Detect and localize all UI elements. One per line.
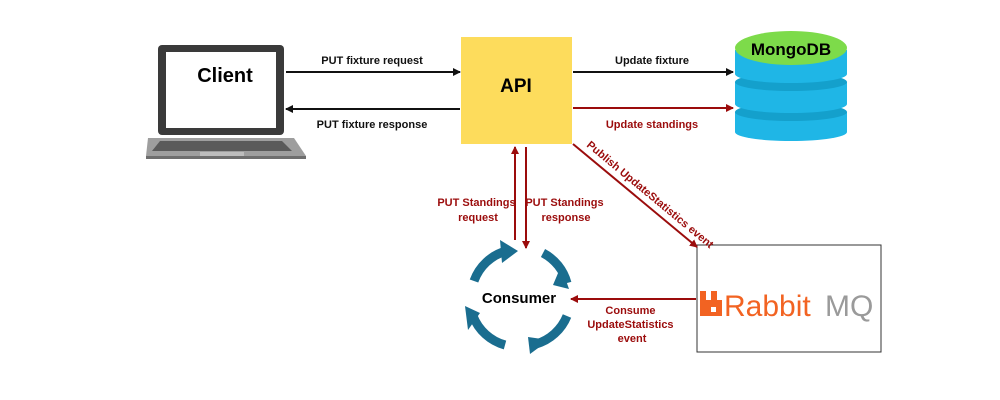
api-box — [461, 37, 572, 144]
edge-put-standings-response: PUT Standings response — [522, 147, 606, 249]
put-fixture-request-label: PUT fixture request — [321, 55, 423, 67]
edge-put-fixture-request: PUT fixture request — [286, 55, 461, 76]
edge-update-standings: Update standings — [573, 104, 734, 131]
rabbitmq-box — [696, 244, 882, 353]
client-node: Client — [146, 45, 306, 159]
mongodb-node: MongoDB — [735, 31, 847, 141]
laptop-icon — [146, 45, 306, 159]
edge-put-standings-request: PUT Standings request — [437, 146, 519, 240]
update-standings-label: Update standings — [606, 119, 698, 131]
edge-put-fixture-response: PUT fixture response — [285, 105, 460, 131]
put-standings-response-line1: PUT Standings — [525, 197, 603, 209]
svg-text:PUT Standings response: PUT Standings response — [525, 197, 606, 224]
svg-text:PUT Standings request: PUT Standings request — [437, 197, 518, 224]
publish-event-label: Publish UpdateStatistics event — [584, 139, 716, 251]
edge-update-fixture: Update fixture — [573, 55, 734, 76]
consume-event-line1: Consume — [605, 305, 655, 317]
client-label: Client — [197, 65, 253, 87]
put-fixture-response-label: PUT fixture response — [317, 119, 428, 131]
svg-text:Consume UpdateStatistics: Consume UpdateStatistics event — [587, 305, 676, 345]
rabbitmq-logo: Rabbit MQ — [700, 290, 873, 323]
api-node: API — [461, 37, 572, 144]
rabbitmq-wordmark-rabbit: Rabbit — [724, 290, 811, 323]
put-standings-request-line2: request — [458, 212, 498, 224]
edge-publish-event: Publish UpdateStatistics event — [572, 139, 716, 251]
update-fixture-label: Update fixture — [615, 55, 689, 67]
consume-event-line2: UpdateStatistics — [587, 319, 673, 331]
database-icon — [735, 31, 847, 141]
consumer-label: Consumer — [482, 290, 556, 307]
consume-event-line3: event — [618, 333, 647, 345]
put-standings-response-line2: response — [542, 212, 591, 224]
api-label: API — [500, 76, 532, 97]
rabbitmq-node: Rabbit MQ — [696, 244, 882, 353]
mongodb-label: MongoDB — [751, 40, 831, 59]
consumer-node: Consumer — [465, 240, 572, 354]
cycle-arrowheads — [465, 240, 569, 354]
put-standings-request-line1: PUT Standings — [437, 197, 515, 209]
rabbitmq-wordmark-mq: MQ — [825, 290, 873, 323]
edge-consume-event: Consume UpdateStatistics event — [570, 295, 696, 345]
